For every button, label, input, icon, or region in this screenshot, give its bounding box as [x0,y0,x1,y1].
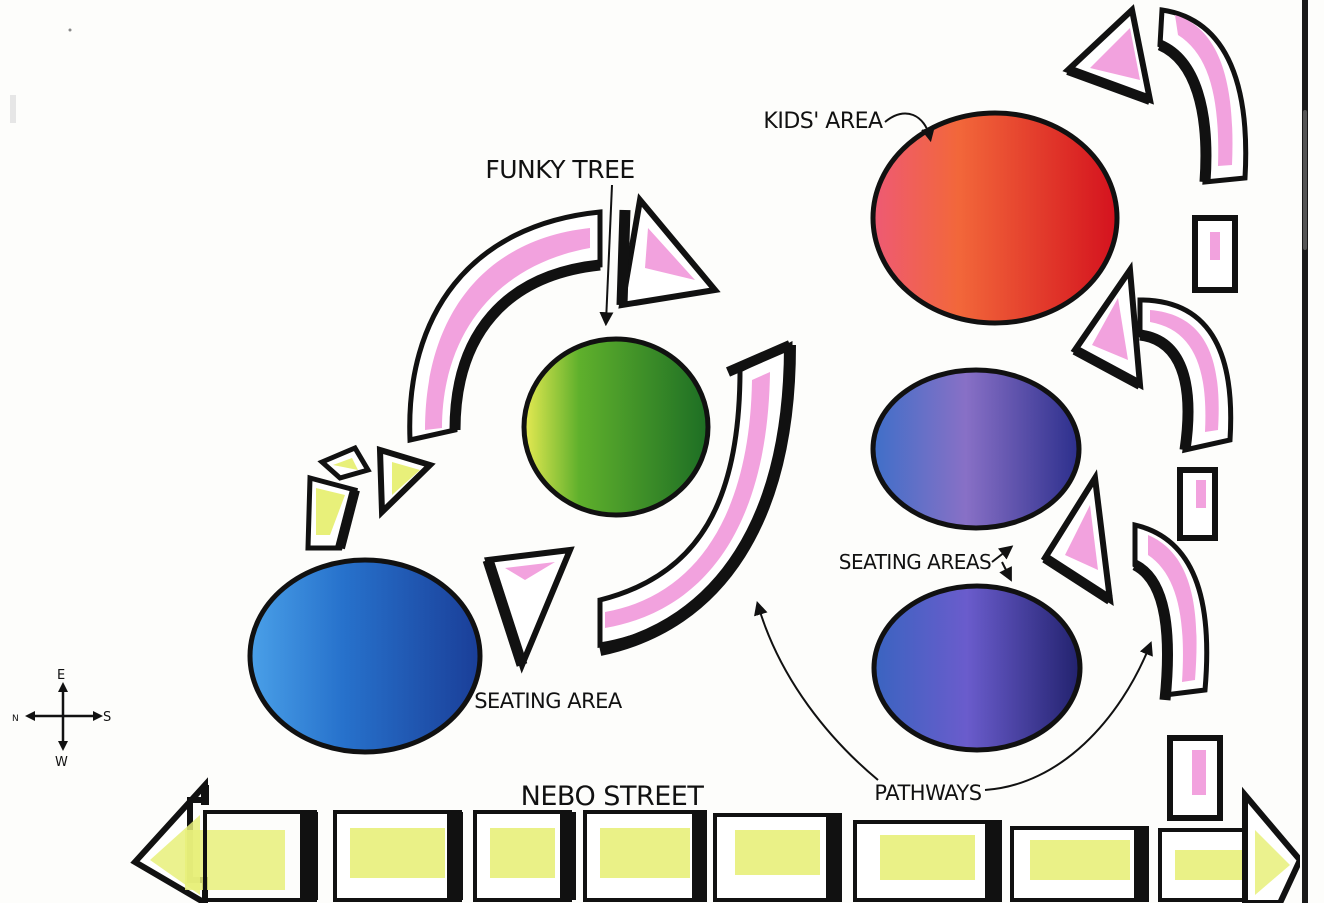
right-pathway-mid-triangle [1070,261,1144,391]
street-left-arrowhead [130,777,285,903]
street-band: NEBO STREET [130,777,1304,903]
right-pathway-top-triangle [1062,4,1154,105]
tree-pathway-top-triangle [616,193,721,309]
kids-area-pointer [884,112,935,143]
kids-area-circle [870,110,1120,326]
right-pathway-small-box-3 [1167,735,1223,821]
funky-tree-circle [521,336,711,518]
tree-pathway-right-arc [597,340,796,656]
funky-tree-label: FUNKY TREE [485,155,634,184]
street-segments [203,810,1272,902]
seating-areas-label: SEATING AREAS [839,550,991,574]
pathways-label: PATHWAYS [874,781,981,805]
scrollbar-track[interactable] [1302,0,1308,903]
right-pathway-mid-arc [1137,297,1234,454]
street-label: NEBO STREET [521,781,705,812]
compass-north-label: N [12,714,18,724]
vertical-scrollbar[interactable] [1300,0,1324,903]
kids-area-label: KIDS' AREA [763,109,883,134]
right-pathway-small-box-1 [1192,215,1238,293]
seating-area-label: SEATING AREA [474,689,623,713]
compass-east-label: E [57,668,65,683]
right-pathway-top-arc [1157,7,1249,185]
street-right-arrowhead [1242,786,1304,903]
pathways-pointer-left [754,600,879,781]
scrollbar-thumb[interactable] [1303,110,1307,250]
compass-west-label: W [55,755,68,770]
tree-pathway-upper-arc [407,209,603,444]
seating-areas-pointer-up [991,545,1014,563]
tree-pathway-small-pieces [305,444,436,551]
seating-area-circle [247,557,483,755]
right-pathway-lower-triangle [1040,469,1114,607]
tree-pathway-bottom-triangle [482,546,575,674]
compass-south-label: S [103,710,111,725]
right-pathway-small-box-2 [1177,467,1218,541]
paper-mark [10,95,16,123]
seating-areas-pointer-down [999,561,1012,582]
seating-areas-lower-circle [871,583,1083,753]
pathways-pointer-right [984,641,1153,791]
seating-areas-upper-circle [870,367,1082,531]
paper-dot [68,28,72,32]
funky-tree-label-group: FUNKY TREE [485,155,635,327]
compass-rose: E W S N [12,668,112,770]
right-pathway-lower-arc [1132,521,1210,701]
pathways-label-group: PATHWAYS [754,600,1153,805]
funky-tree-pointer [599,184,614,327]
kids-area-label-group: KIDS' AREA [763,109,935,143]
seating-areas-label-group: SEATING AREAS [839,545,1014,582]
